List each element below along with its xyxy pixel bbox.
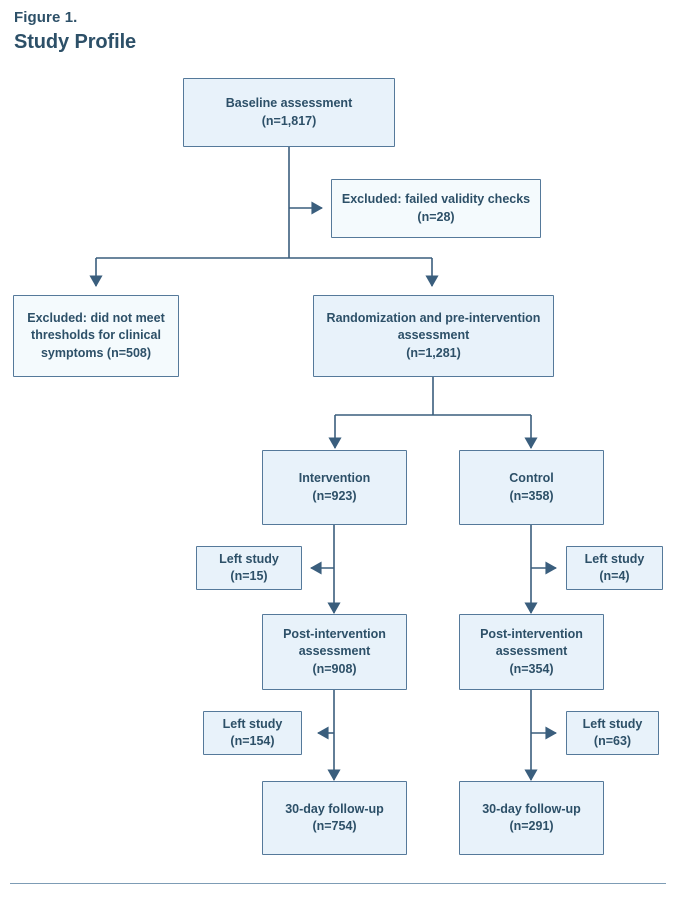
node-left-study-intervention-2-label: Left study (n=154) [222, 716, 283, 748]
node-intervention: Intervention (n=923) [262, 450, 407, 525]
node-followup-intervention: 30-day follow-up (n=754) [262, 781, 407, 855]
node-randomization: Randomization and pre-intervention asses… [313, 295, 554, 377]
node-followup-control-label: 30-day follow-up (n=291) [482, 801, 581, 833]
footer-divider [10, 883, 666, 884]
node-control: Control (n=358) [459, 450, 604, 525]
node-excluded-validity-label: Excluded: failed validity checks (n=28) [341, 192, 531, 224]
node-excluded-thresholds: Excluded: did not meet thresholds for cl… [13, 295, 179, 377]
figure-label: Figure 1. [14, 9, 78, 26]
node-post-intervention-assessment-control-label: Post-intervention assessment (n=354) [480, 627, 583, 676]
node-left-study-control-1: Left study (n=4) [566, 546, 663, 590]
node-baseline: Baseline assessment (n=1,817) [183, 78, 395, 147]
node-left-study-control-2-label: Left study (n=63) [582, 716, 643, 748]
node-left-study-control-1-label: Left study (n=4) [584, 551, 645, 583]
node-excluded-validity: Excluded: failed validity checks (n=28) [331, 179, 541, 238]
node-followup-intervention-label: 30-day follow-up (n=754) [285, 801, 384, 833]
node-baseline-label: Baseline assessment (n=1,817) [225, 96, 353, 128]
node-followup-control: 30-day follow-up (n=291) [459, 781, 604, 855]
node-excluded-thresholds-label: Excluded: did not meet thresholds for cl… [27, 311, 165, 360]
node-left-study-control-2: Left study (n=63) [566, 711, 659, 755]
node-intervention-label: Intervention (n=923) [298, 471, 371, 503]
node-post-intervention-assessment-control: Post-intervention assessment (n=354) [459, 614, 604, 690]
page-title: Study Profile [14, 31, 137, 53]
node-left-study-intervention-2: Left study (n=154) [203, 711, 302, 755]
node-left-study-intervention-1: Left study (n=15) [196, 546, 302, 590]
node-post-intervention-assessment-intervention: Post-intervention assessment (n=908) [262, 614, 407, 690]
node-left-study-intervention-1-label: Left study (n=15) [219, 551, 279, 583]
node-control-label: Control (n=358) [509, 471, 554, 503]
node-post-intervention-assessment-intervention-label: Post-intervention assessment (n=908) [283, 627, 386, 676]
node-randomization-label: Randomization and pre-intervention asses… [326, 311, 541, 360]
